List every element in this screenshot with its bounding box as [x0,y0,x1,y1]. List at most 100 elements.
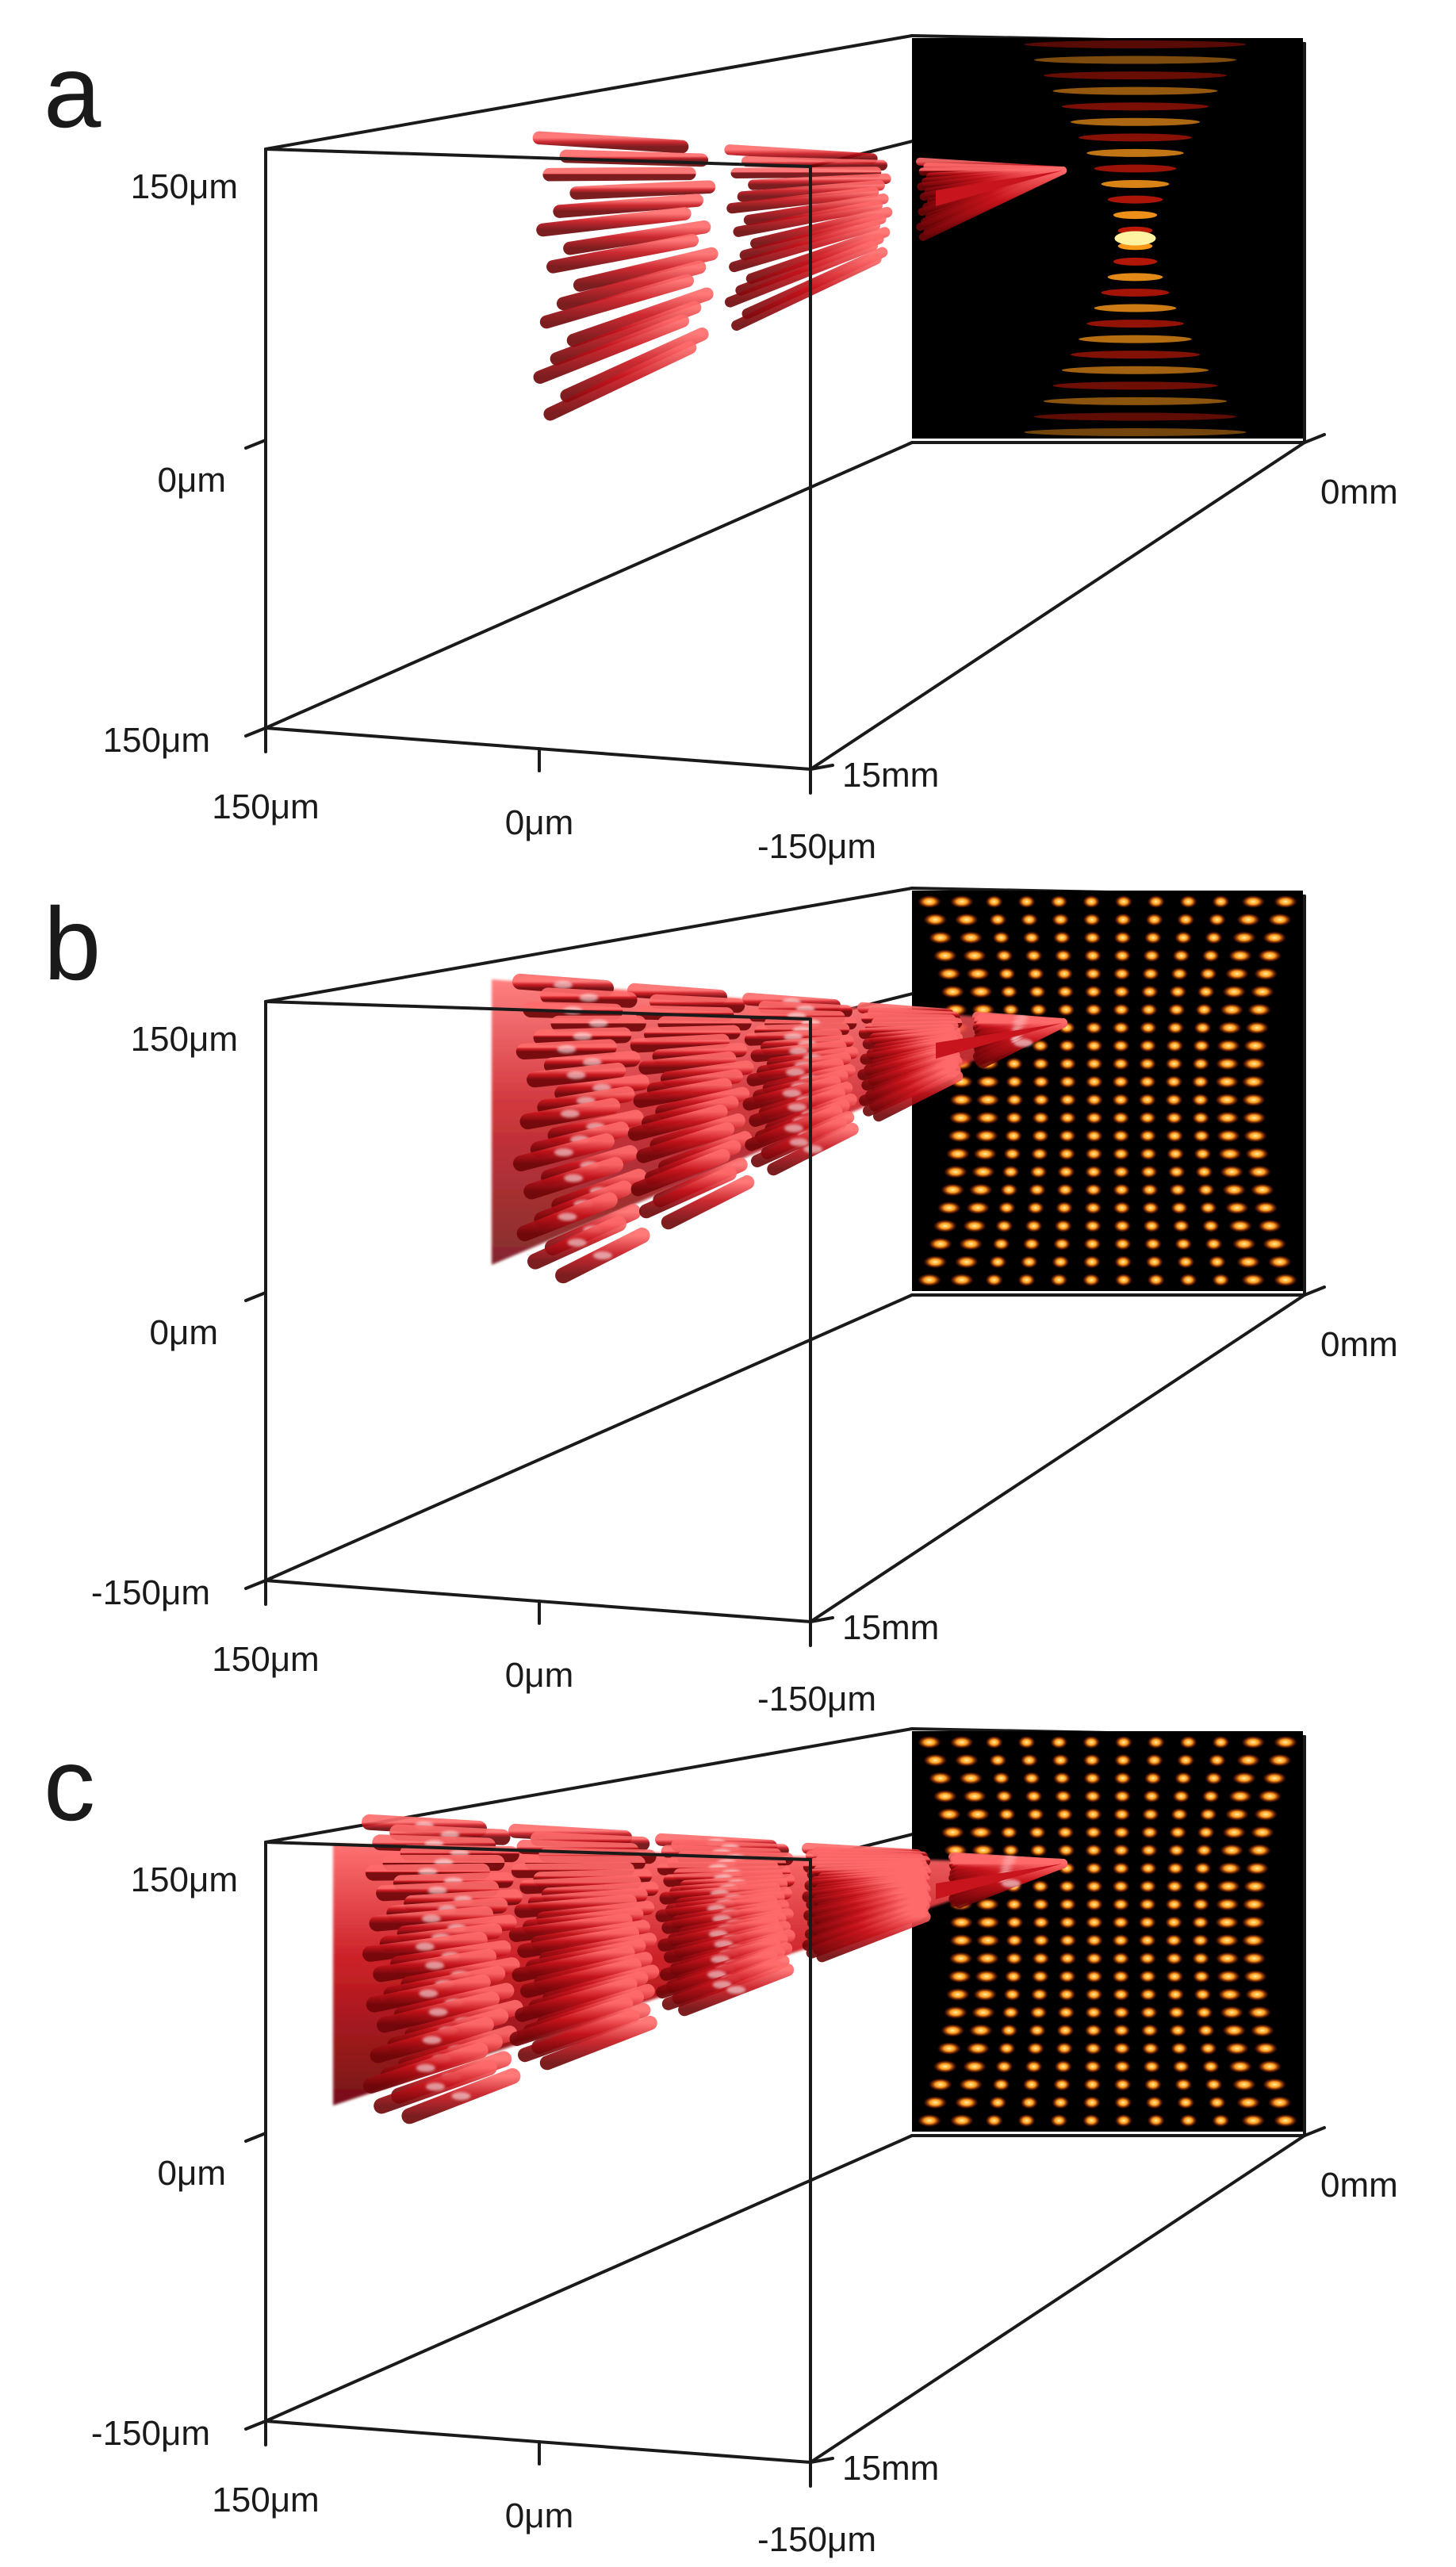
lattice-spot [1114,1736,1132,1749]
lattice-spot [1059,1898,1077,1911]
lattice-spot [1083,1219,1102,1232]
beam-filament [731,254,882,331]
lattice-spot [968,1826,993,1839]
lattice-spot [1138,1093,1156,1106]
lattice-spot [949,895,974,908]
lattice-spot [941,2024,965,2037]
lattice-spot [1059,1093,1077,1106]
lattice-spot [1084,1201,1102,1215]
lattice-spot [1254,967,1278,980]
lattice-spot [966,1201,990,1215]
z-axis-near-label: 15mm [842,1608,939,1647]
lattice-spot [975,1933,1000,1947]
lattice-spot [1084,1807,1102,1821]
lattice-spot [941,985,965,998]
lattice-spot [1085,1039,1103,1052]
lattice-spot [923,2096,948,2109]
lattice-spot [985,895,1003,908]
lattice-spot [985,1274,1003,1286]
beam-gap [588,1019,608,1028]
lattice-spot [1201,1219,1220,1232]
lattice-spot [1241,2114,1266,2127]
lattice-spot [1174,931,1193,944]
beam-filament [743,193,889,226]
lattice-spot [1139,1862,1157,1875]
lattice-spot [1005,1898,1023,1911]
box-edge-bottom-left [264,2134,914,2423]
lattice-spot [1082,2114,1101,2127]
lattice-spot [1025,2059,1043,2073]
lattice-spot [1274,895,1297,908]
lattice-spot [933,1790,957,1803]
lattice-spot [1215,1075,1240,1089]
beam-gap [426,2082,445,2091]
box-edge-top-left [264,887,914,1003]
lattice-spot [1194,1021,1212,1034]
lattice-spot [1082,2096,1101,2109]
box-edge-front-top [264,148,812,168]
lattice-spot [1017,895,1036,908]
beam-filament [649,994,745,1013]
beam-filament [508,1913,633,1942]
lattice-spot [1032,1111,1050,1124]
interference-fringe [1079,133,1192,142]
lattice-spot [1191,1933,1209,1947]
lattice-spot [1059,1916,1077,1929]
interference-fringe [1101,180,1170,189]
lattice-spot [1191,1093,1209,1106]
lattice-spot [1232,1772,1256,1785]
beam-filament [560,328,709,403]
x-axis-right-label: -150μm [757,827,876,866]
beam-filament [652,1042,748,1064]
lattice-spot [989,2096,1007,2109]
beam-volume [492,973,1067,1284]
beam-filament [559,149,709,167]
lattice-spot [1085,1916,1103,1929]
beam-gap [419,1989,439,1998]
lattice-spot [1242,1111,1266,1124]
lattice-spot [918,895,941,908]
beam-filament [627,1104,728,1141]
beam-filament [533,314,690,384]
beam-filament [509,1996,634,2046]
lattice-spot [1085,1898,1103,1911]
beam-filament [556,260,707,311]
beam-filament [514,1894,637,1918]
lattice-spot [949,1274,974,1286]
beam-gap [557,1045,577,1054]
lattice-spot [1022,1772,1040,1785]
lattice-spot [937,2042,961,2056]
y-axis-top-label: 150μm [131,1020,238,1059]
lattice-spot [1241,1093,1266,1106]
beam-gap [427,1887,447,1895]
lattice-spot [1208,1255,1226,1269]
x-axis-left-label: 150μm [212,2481,319,2519]
lattice-spot [1197,1826,1215,1839]
lattice-spot [929,931,952,944]
lattice-spot [1085,1970,1103,1983]
lattice-spot [1236,913,1261,926]
beam-gap [579,994,599,1002]
y-axis-bottom-tick [244,2419,267,2431]
lattice-spot [1215,1111,1240,1124]
beam-filament [563,220,711,255]
lattice-spot [975,1970,998,1983]
lattice-spot [1165,1916,1183,1929]
lattice-spot [1212,1274,1230,1286]
lattice-spot [1006,1916,1024,1929]
beam-filament [730,167,882,178]
lattice-spot [1165,1093,1183,1106]
beam-filament [724,144,878,164]
lattice-spot [1114,2114,1132,2127]
lattice-spot [1113,1772,1132,1785]
z-axis-near-label: 15mm [842,2449,939,2488]
lattice-spot [1144,931,1162,944]
y-axis-bottom-tick [244,726,267,738]
beam-gap [422,2036,442,2044]
beam-filament [536,207,692,237]
lattice-spot [971,2006,995,2019]
beam-gap [557,1213,577,1221]
lattice-spot [1192,1952,1210,1965]
y-axis-bottom-tick [244,1579,267,1590]
beam-apex [936,1023,1063,1059]
